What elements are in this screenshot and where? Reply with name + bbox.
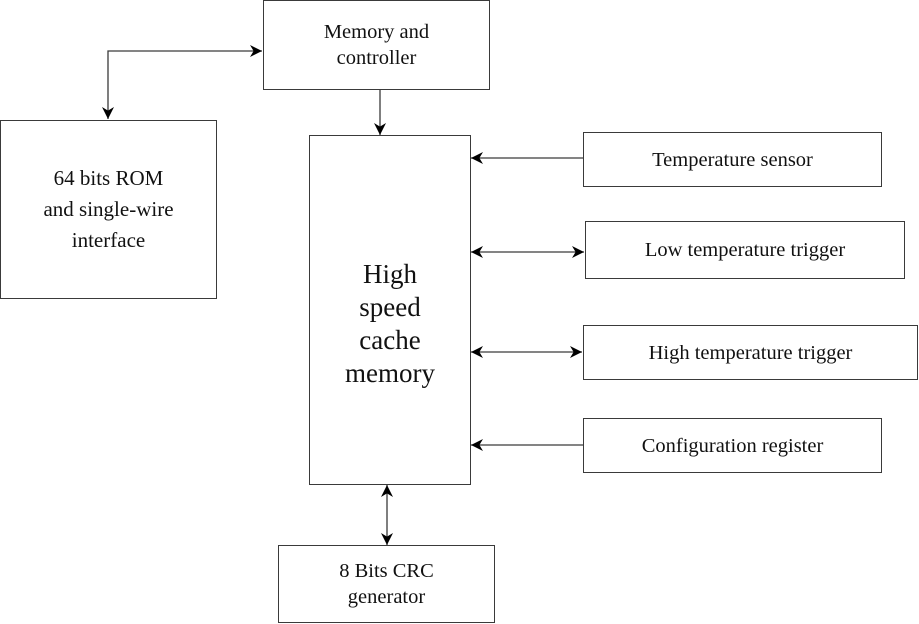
high-temperature-trigger-block: High temperature trigger <box>583 325 918 380</box>
configuration-register-block: Configuration register <box>583 418 882 473</box>
memory-controller-block: Memory and controller <box>263 0 490 90</box>
high-temperature-trigger-label: High temperature trigger <box>648 341 853 364</box>
configuration-register-label: Configuration register <box>641 434 824 457</box>
crc-generator-label: 8 Bits CRC generator <box>339 560 434 608</box>
cache-memory-block: High speed cache memory <box>309 135 471 485</box>
cache-memory-label: High speed cache memory <box>345 259 435 388</box>
low-temperature-trigger-label: Low temperature trigger <box>644 239 846 261</box>
rom-memory-connector <box>102 45 262 119</box>
temperature-sensor-block: Temperature sensor <box>583 132 882 187</box>
rom-label: 64 bits ROM and single-wire interface <box>43 166 174 252</box>
crc-generator-block: 8 Bits CRC generator <box>278 545 495 623</box>
low-temperature-trigger-block: Low temperature trigger <box>585 221 905 279</box>
memory-controller-label: Memory and controller <box>323 21 430 69</box>
rom-block: 64 bits ROM and single-wire interface <box>0 120 217 299</box>
temperature-sensor-label: Temperature sensor <box>652 148 813 171</box>
